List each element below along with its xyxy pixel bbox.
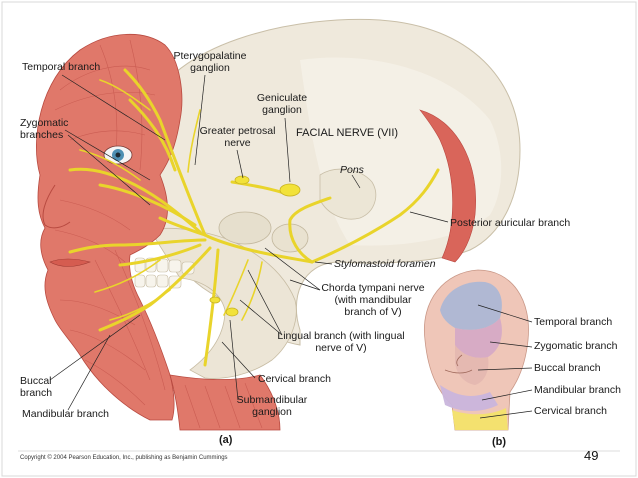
nerve-thin-branches: [79, 79, 263, 321]
pons-shape: [319, 168, 377, 220]
inset-label-buccal-branch: Buccal branch: [534, 362, 601, 374]
inset-mandibular-region: [440, 385, 498, 411]
inset-label-mandibular-branch: Mandibular branch: [534, 384, 621, 396]
label-geniculate-ganglion: Geniculate ganglion: [256, 92, 308, 116]
inset-zygomatic-region: [455, 318, 502, 358]
copyright-notice: Copyright © 2004 Pearson Education, Inc.…: [20, 455, 228, 461]
label-pons: Pons: [340, 164, 364, 176]
label-submandibular-ganglion: Submandibular ganglion: [236, 394, 308, 418]
inset-leader-lines: [477, 304, 533, 419]
label-greater-petrosal-nerve: Greater petrosal nerve: [199, 125, 276, 149]
label-posterior-auricular-branch: Posterior auricular branch: [450, 217, 571, 229]
page-number: 49: [584, 448, 599, 463]
label-zygomatic-branches: Zygomatic branches: [20, 117, 69, 141]
submandibular-ganglion-node: [225, 307, 239, 317]
pterygopalatine-ganglion-node: [234, 175, 250, 185]
label-cervical-branch: Cervical branch: [258, 373, 331, 385]
label-chorda-tympani-nerve: Chorda tympani nerve (with mandibular br…: [321, 282, 425, 318]
temporal-bone-canal: [218, 211, 272, 245]
label-facial-nerve: FACIAL NERVE (VII): [296, 127, 399, 139]
label-mandibular-branch: Mandibular branch: [22, 408, 109, 420]
part-label-b: (b): [492, 436, 507, 448]
pupil: [115, 152, 121, 158]
nose: [42, 184, 71, 229]
label-temporal-branch: Temporal branch: [22, 61, 101, 73]
part-label-a: (a): [219, 434, 233, 446]
inset-label-zygomatic-branch: Zygomatic branch: [534, 340, 618, 352]
inset-label-cervical-branch: Cervical branch: [534, 405, 607, 417]
label-stylomastoid-foramen: Stylomastoid foramen: [334, 258, 436, 270]
neck-muscles: [169, 374, 281, 431]
inset-label-temporal-branch: Temporal branch: [534, 316, 613, 328]
label-buccal-branch: Buccal branch: [20, 375, 53, 399]
inset-buccal-region: [455, 345, 489, 385]
inset-head: [423, 269, 529, 431]
inset-cervical-region: [452, 408, 508, 430]
lips: [49, 258, 91, 267]
label-lingual-branch: Lingual branch (with lingual nerve of V): [277, 330, 405, 354]
geniculate-ganglion: [279, 183, 301, 197]
facial-muscles: [35, 33, 183, 421]
inset-temporal-region: [440, 281, 502, 330]
leader-lines: [49, 74, 449, 411]
facial-nerve-branches: [68, 68, 440, 367]
temporalis-muscle-back: [419, 109, 476, 263]
neck-striations: [184, 382, 263, 429]
label-pterygopalatine-ganglion: Pterygopalatine ganglion: [173, 50, 247, 74]
